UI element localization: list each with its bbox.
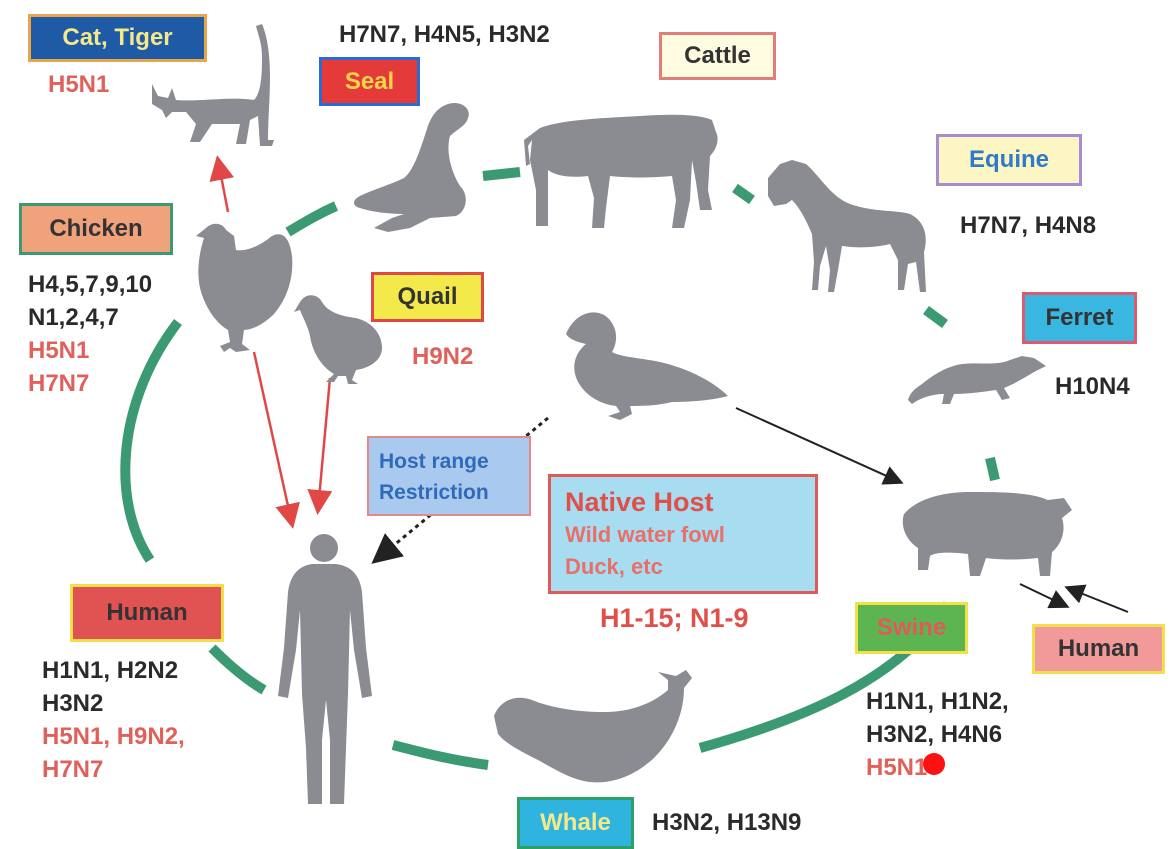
strain-chicken-line: H5N1	[28, 337, 90, 364]
cat-icon	[152, 24, 274, 146]
seal-icon	[354, 102, 469, 232]
label-quail: Quail	[371, 272, 484, 322]
label-human-left: Human	[70, 584, 224, 642]
strain-swine-line: H1N1, H1N2,	[866, 688, 1009, 715]
red-dot-marker	[923, 753, 945, 775]
cycle-segment-seal-cattle	[482, 167, 521, 181]
label-seal: Seal	[319, 57, 420, 106]
strain-swine-line: H5N1	[866, 754, 928, 781]
strain-chicken-line: H7N7	[28, 370, 90, 397]
arrow-duck-to-swine	[735, 407, 904, 485]
label-swine: Swine	[855, 602, 968, 654]
label-cat-tiger: Cat, Tiger	[28, 14, 207, 62]
strain-equine: H7N7, H4N8	[960, 212, 1097, 239]
cycle-segment-chicken-human	[120, 318, 182, 563]
label-chicken: Chicken	[19, 203, 173, 255]
whale-icon	[494, 670, 692, 783]
arrow-duck-to-human-dotted	[371, 416, 549, 564]
label-human-right: Human	[1032, 624, 1165, 674]
arrow-chicken-to-human	[252, 351, 300, 529]
pig-icon	[902, 492, 1072, 576]
native-host-title: Native Host	[565, 487, 714, 517]
horse-icon	[768, 160, 926, 292]
strain-quail: H9N2	[412, 343, 474, 370]
native-host-line: Duck, etc	[565, 554, 663, 579]
strain-human-line: H3N2	[42, 690, 104, 717]
cycle-segment-chicken-seal	[285, 201, 339, 237]
host-range-box: Host range Restriction	[367, 436, 531, 516]
strain-cat-tiger: H5N1	[48, 71, 110, 98]
ferret-icon	[908, 356, 1046, 404]
label-ferret: Ferret	[1022, 292, 1137, 344]
red-arrows	[209, 155, 333, 529]
label-whale: Whale	[517, 797, 634, 849]
native-host-line: Wild water fowl	[565, 522, 725, 547]
duck-icon	[566, 312, 728, 420]
black-arrows	[371, 407, 1129, 613]
arrow-swine-to-human	[1019, 583, 1070, 609]
arrow-chicken-to-cat	[209, 155, 235, 213]
host-range-line: Restriction	[379, 481, 489, 504]
cycle-segment-human-whale	[391, 740, 489, 770]
arrow-human-to-swine	[1064, 584, 1129, 613]
cycle-segment-ferret-swine	[985, 456, 1000, 482]
strain-chicken-line: N1,2,4,7	[28, 304, 119, 331]
cycle-segment-human-left	[208, 644, 267, 695]
label-equine: Equine	[936, 134, 1082, 186]
strain-swine-line: H3N2, H4N6	[866, 721, 1003, 748]
quail-icon	[294, 295, 382, 384]
strain-ferret: H10N4	[1055, 373, 1130, 400]
cycle-segment-equine-ferret	[923, 305, 948, 329]
cattle-icon	[524, 114, 718, 228]
human-icon	[278, 534, 372, 804]
strain-human-line: H5N1, H9N2,	[42, 723, 185, 750]
arrow-quail-to-human	[307, 377, 333, 515]
host-range-line: Host range	[379, 450, 489, 473]
label-cattle: Cattle	[659, 32, 776, 80]
strain-chicken-line: H4,5,7,9,10	[28, 271, 153, 298]
strain-seal: H7N7, H4N5, H3N2	[339, 21, 550, 48]
chicken-icon	[196, 223, 293, 352]
native-host-subtypes: H1-15; N1-9	[600, 603, 749, 633]
strain-human-line: H7N7	[42, 756, 104, 783]
strain-whale: H3N2, H13N9	[652, 809, 802, 836]
native-host-box: Native Host Wild water fowl Duck, etc	[548, 474, 818, 594]
cycle-segment-cattle-equine	[732, 183, 755, 205]
strain-human-line: H1N1, H2N2	[42, 657, 179, 684]
